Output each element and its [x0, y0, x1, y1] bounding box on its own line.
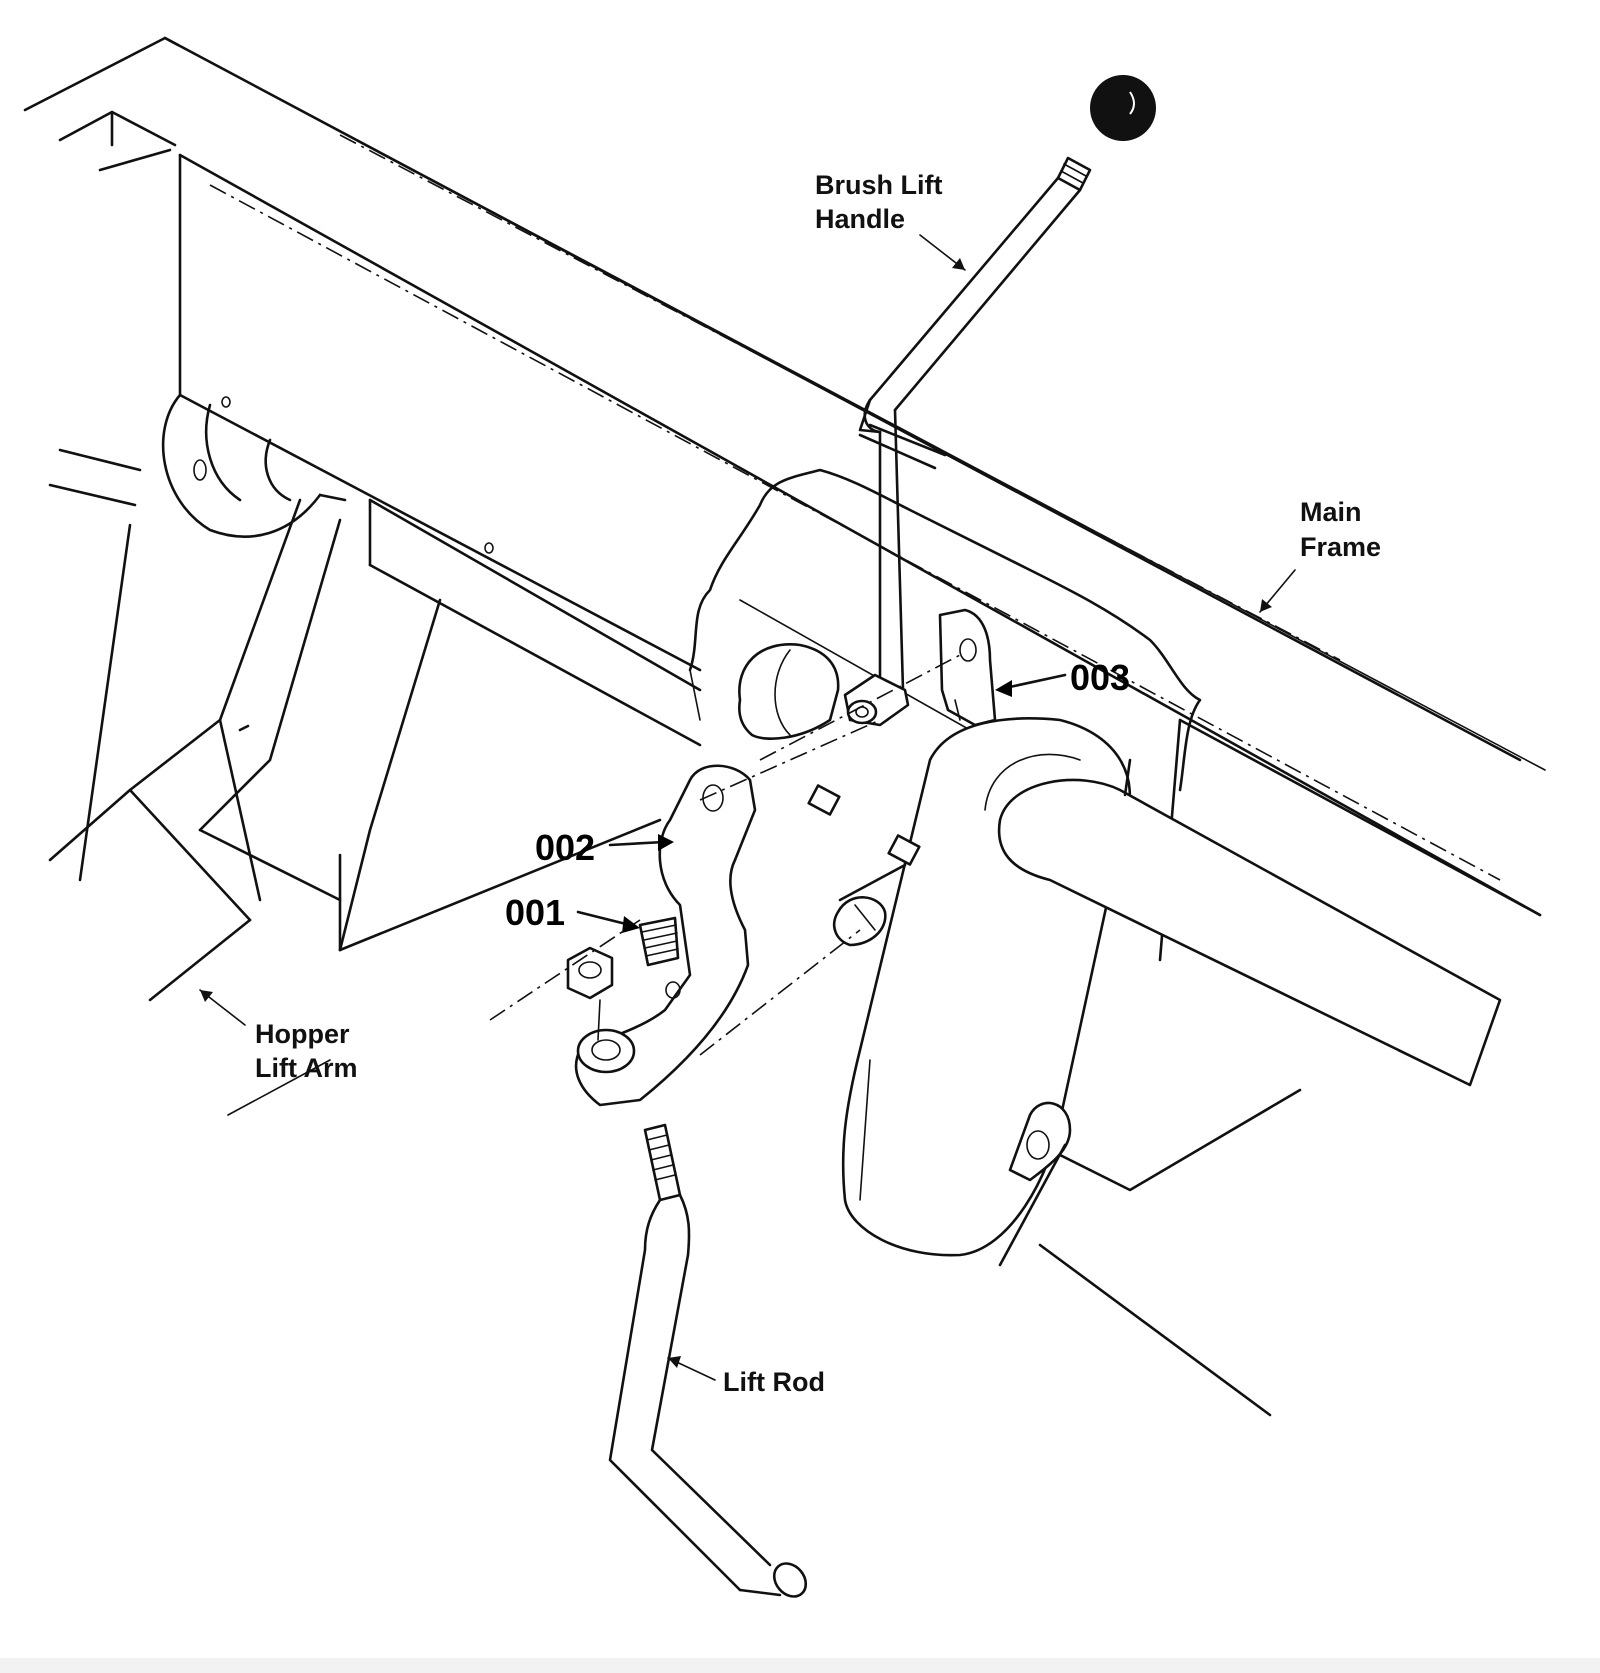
part-003-bracket — [759, 608, 997, 761]
brush-lift-label-line2: Handle — [815, 204, 905, 234]
pivot-arm — [699, 717, 1502, 1267]
footer-band — [0, 1658, 1600, 1673]
main-frame-label-line2: Frame — [1300, 532, 1381, 562]
hopper-lift-label-line1: Hopper — [255, 1019, 350, 1049]
part-002-link — [574, 719, 881, 1107]
pivot-block — [738, 643, 910, 740]
hopper-assembly — [48, 393, 662, 1116]
lift-rod — [608, 1123, 808, 1598]
main-frame-label-line1: Main — [1300, 497, 1362, 527]
hopper-lift-label-line2: Lift Arm — [255, 1053, 358, 1083]
callout-002: 002 — [535, 827, 595, 868]
knob-icon — [1090, 75, 1156, 141]
callout-001: 001 — [505, 892, 565, 933]
lift-rod-label: Lift Rod — [723, 1367, 825, 1397]
main-frame — [23, 36, 1546, 1417]
leader-lines — [199, 234, 1296, 1381]
part-001-fasteners — [489, 916, 680, 1041]
callout-003: 003 — [1070, 657, 1130, 698]
brush-lift-label-line1: Brush Lift — [815, 170, 943, 200]
brush-lift-handle — [858, 75, 1156, 692]
